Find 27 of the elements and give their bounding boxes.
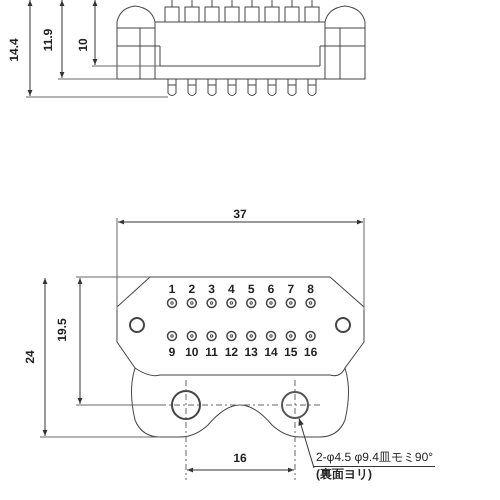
dimension-value: 14.4	[8, 38, 20, 62]
hole-note: (裏面ヨリ)	[315, 466, 373, 482]
dimension-value: 10	[77, 38, 89, 52]
dimension-value: 24	[24, 350, 36, 364]
pin-number: 9	[168, 346, 176, 358]
pin-number: 6	[268, 283, 274, 295]
dimension-value: 16	[233, 452, 247, 464]
pin-number: 3	[208, 283, 215, 295]
pin-number: 8	[307, 283, 314, 295]
pin-number: 5	[248, 283, 255, 295]
pin-number: 1	[168, 283, 176, 295]
pin-number: 4	[228, 283, 235, 295]
dimension-value: 11.9	[42, 28, 54, 52]
dimension-value: 37	[233, 208, 247, 220]
pin-number: 2	[188, 283, 196, 295]
pin-number: 14	[264, 346, 278, 358]
leader-line	[298, 418, 314, 468]
pin-number: 7	[287, 283, 294, 295]
dimension-value: 19.5	[56, 318, 68, 342]
pin-number: 11	[205, 346, 218, 358]
mounting-hole	[281, 391, 309, 419]
pin-number: 13	[244, 346, 258, 358]
hole-note: 2-φ4.5 φ9.4皿モミ90°	[314, 450, 436, 467]
pin-number: 16	[304, 346, 318, 358]
pin-number: 12	[224, 346, 238, 358]
pin-number: 15	[284, 346, 298, 358]
pin-number: 10	[185, 346, 198, 358]
